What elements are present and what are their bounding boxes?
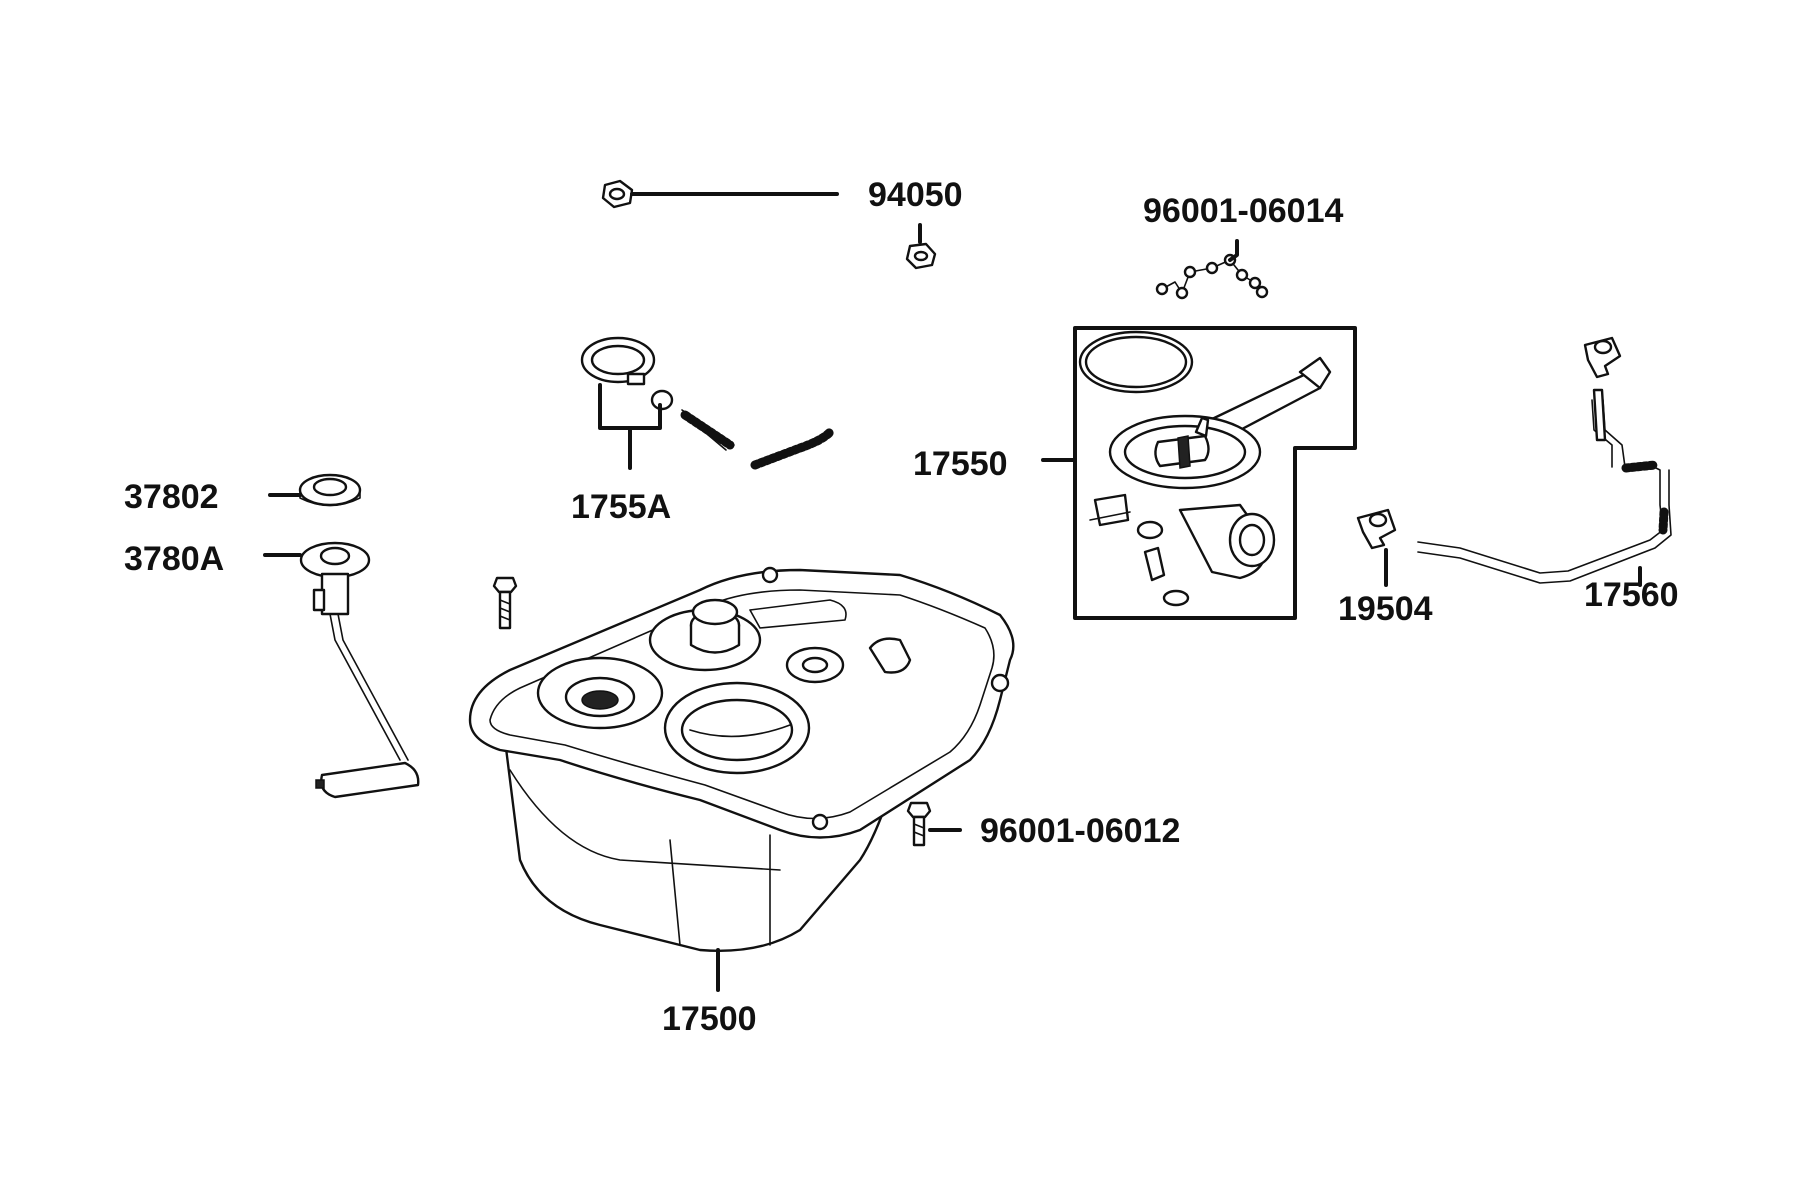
callout-17560: 17560 <box>1584 576 1679 614</box>
callout-37802: 37802 <box>124 478 219 516</box>
callout-94050: 94050 <box>868 176 963 214</box>
fuel-tank-part <box>468 566 1015 953</box>
fuel-pump-part-17550 <box>1073 326 1357 620</box>
callout-96001-06012: 96001-06012 <box>980 812 1180 850</box>
cap-and-hose-part-1755A <box>580 336 835 470</box>
level-sender-part-3780A <box>299 541 420 799</box>
screws-part-96001-06014 <box>1155 253 1269 300</box>
ring-nut-part-37802 <box>298 473 362 507</box>
leader-96001-06014 <box>1228 239 1239 262</box>
bolt-part-96001-06012 <box>906 801 932 847</box>
callout-3780A: 3780A <box>124 540 224 578</box>
callout-96001-06014: 96001-06014 <box>1143 192 1344 230</box>
callout-17550: 17550 <box>913 445 1008 483</box>
fuel-hose-part-17560 <box>1417 388 1672 584</box>
callout-17500: 17500 <box>662 1000 757 1038</box>
callout-19504: 19504 <box>1338 590 1433 628</box>
nut-part-94050 <box>601 179 937 270</box>
bolt-part <box>492 576 518 630</box>
callout-1755A: 1755A <box>571 488 671 526</box>
leader-1755A-a <box>598 383 662 430</box>
clamp-part-19504 <box>1356 336 1622 550</box>
leader-lines <box>263 192 1642 992</box>
callout-labels: 94050 96001-06014 1755A 17550 37802 3780… <box>124 176 1679 1038</box>
